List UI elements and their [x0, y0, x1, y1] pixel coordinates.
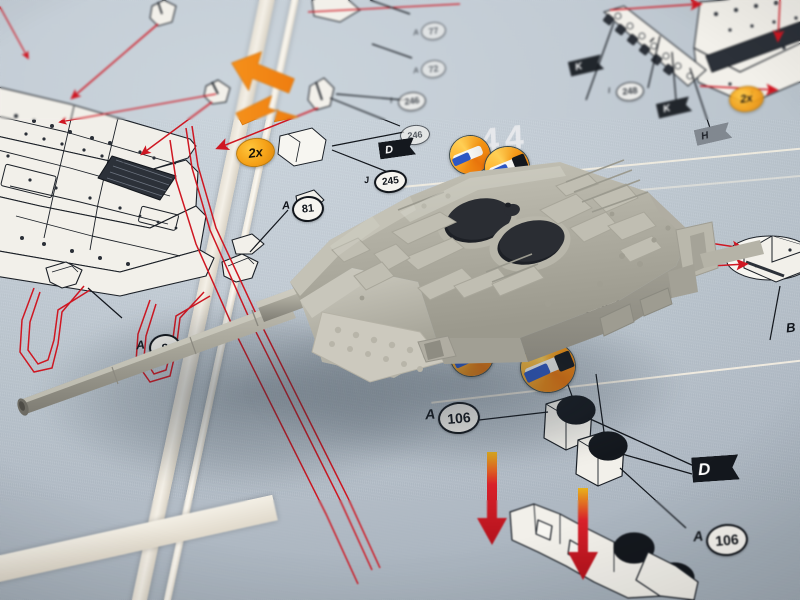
section-letter-b: B	[785, 319, 797, 336]
callout-prefix-a72: A	[412, 65, 420, 76]
callout-prefix-a81: A	[281, 199, 291, 213]
flag-tag-d-lower: D	[691, 454, 740, 482]
callout-prefix-a77: A	[412, 27, 420, 38]
callout-prefix-a106-right: A	[692, 527, 704, 545]
callout-prefix-j245: J	[363, 174, 370, 186]
glue-application-icon-2	[481, 143, 533, 191]
model-shadow-turret	[250, 300, 680, 470]
